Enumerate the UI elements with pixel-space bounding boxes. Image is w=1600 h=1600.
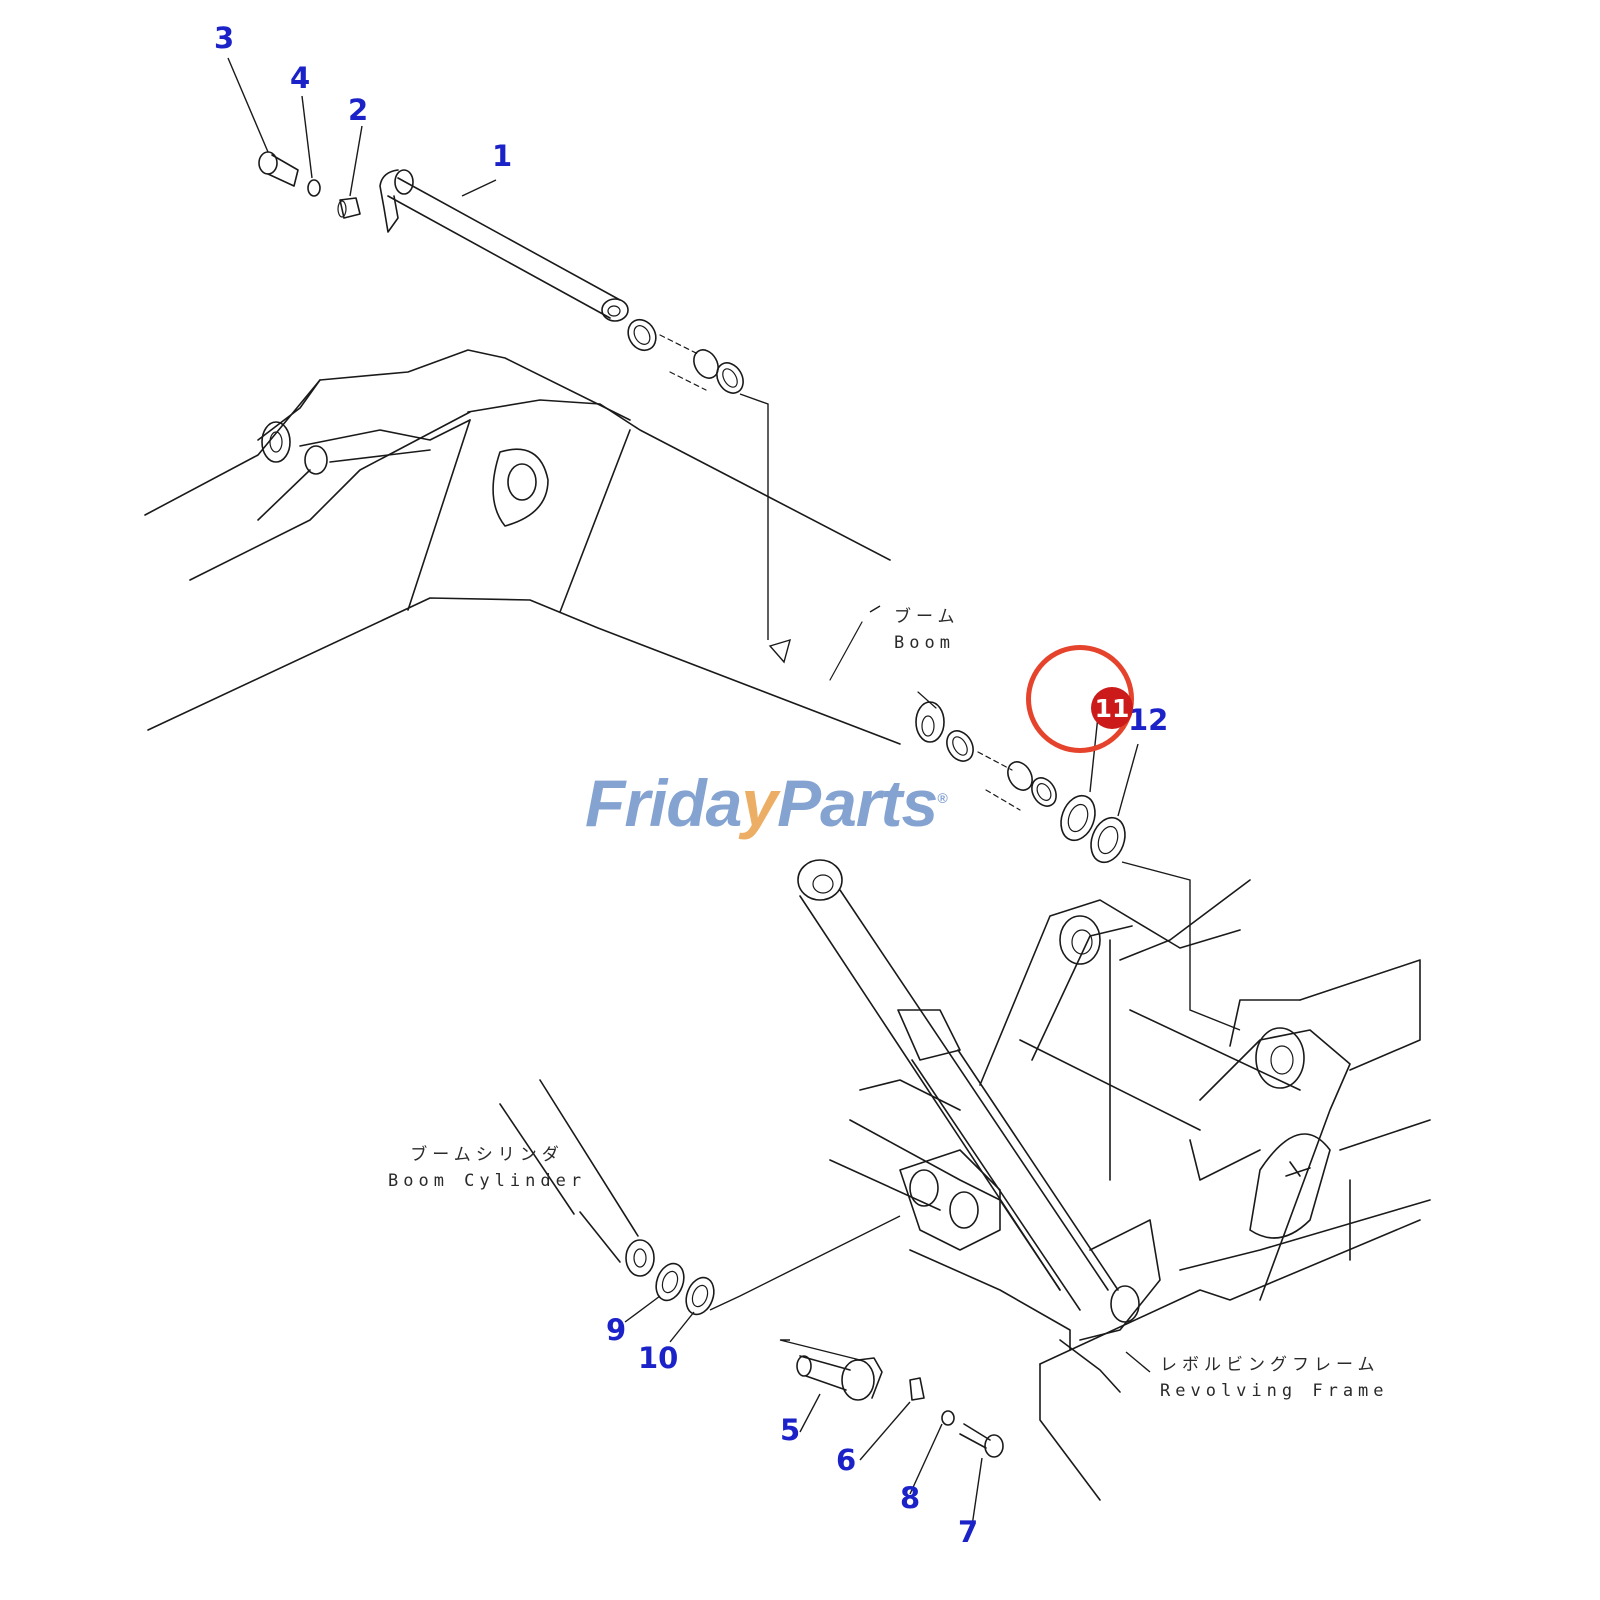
callout-9: 9	[606, 1313, 627, 1347]
bolt-7	[959, 1423, 1004, 1458]
label-revolving-frame-en: Revolving Frame	[1160, 1381, 1389, 1402]
part-1-boom-pin	[379, 169, 629, 322]
label-boom-cylinder: ブームシリンダ Boom Cylinder	[388, 1142, 586, 1195]
label-boom-cylinder-jp: ブームシリンダ	[410, 1145, 564, 1165]
watermark-part3: Parts	[777, 766, 938, 840]
label-boom-cylinder-en: Boom Cylinder	[388, 1171, 587, 1192]
callout-8: 8	[900, 1481, 921, 1515]
callout-11-badge: 11	[1091, 687, 1133, 729]
label-revolving-frame-jp: レボルビングフレーム	[1160, 1355, 1380, 1375]
watermark-part1: Frida	[585, 766, 742, 840]
shim-11	[1060, 794, 1096, 842]
label-boom-jp: ブーム	[894, 607, 960, 627]
label-boom-en: Boom	[894, 633, 955, 654]
watermark-part2: y	[741, 766, 778, 840]
sleeve-2	[337, 197, 361, 219]
shim-10	[685, 1276, 715, 1316]
highlight-ring	[1026, 645, 1134, 753]
upper-bushings	[627, 318, 744, 394]
callout-12: 12	[1128, 703, 1169, 737]
boom-structure	[144, 349, 945, 745]
callout-4: 4	[290, 61, 311, 95]
pin-5	[796, 1355, 883, 1401]
watermark-logo: FridayParts®	[585, 765, 948, 841]
callout-3: 3	[214, 21, 235, 55]
label-boom: ブーム Boom	[894, 604, 960, 657]
lower-bushings	[946, 730, 1057, 811]
callout-10: 10	[638, 1341, 679, 1375]
shim-12	[1090, 816, 1126, 864]
callout-6: 6	[836, 1443, 857, 1477]
boom-cylinder	[499, 859, 1119, 1311]
leader-lines	[227, 57, 1241, 1527]
callout-2: 2	[348, 93, 369, 127]
callout-1: 1	[492, 139, 513, 173]
callout-7: 7	[958, 1515, 979, 1549]
washer-8	[941, 1410, 955, 1426]
label-revolving-frame: レボルビングフレーム Revolving Frame	[1160, 1352, 1389, 1405]
revolving-frame	[829, 879, 1431, 1501]
callout-5: 5	[780, 1413, 801, 1447]
shim-9	[655, 1262, 685, 1302]
sleeve-6	[909, 1377, 925, 1401]
washer-4	[307, 179, 321, 197]
watermark-registered-mark: ®	[937, 790, 947, 806]
bolt-3	[258, 151, 299, 187]
